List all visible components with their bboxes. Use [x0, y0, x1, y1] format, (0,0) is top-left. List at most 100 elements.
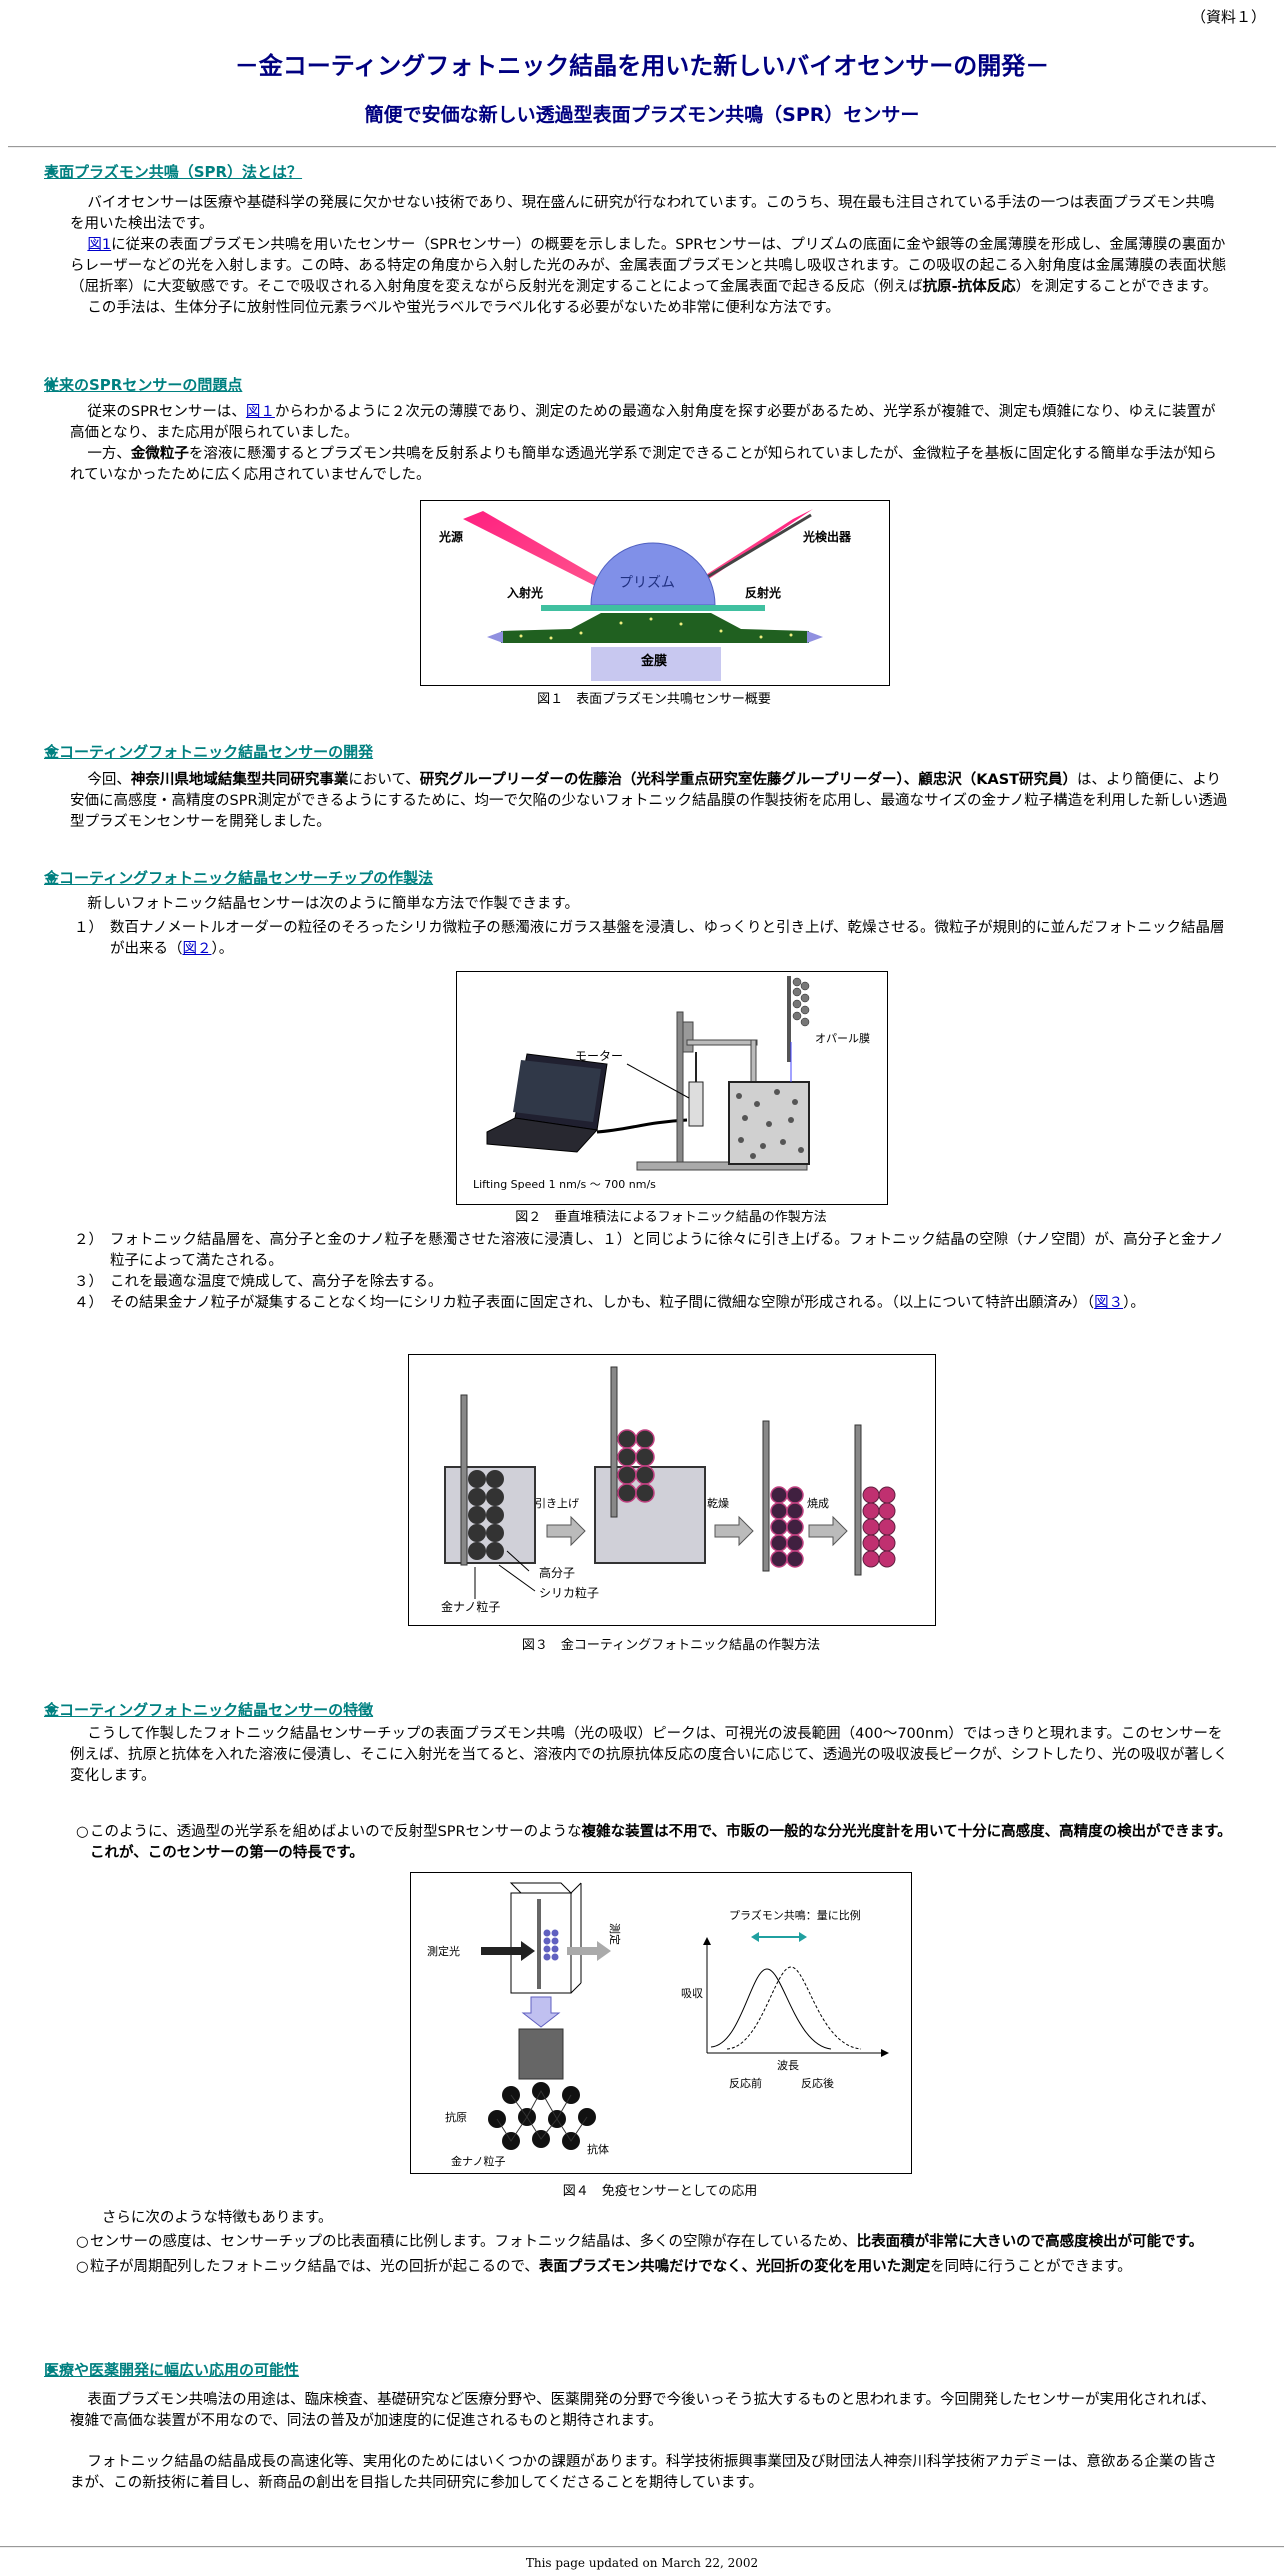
opal-substrate — [787, 976, 791, 1062]
label-after: 反応後 — [801, 2076, 834, 2090]
step-number: ２） — [74, 1232, 103, 1248]
axis-arrow — [881, 2049, 889, 2057]
beaker-particles — [736, 1089, 804, 1159]
spectrum-before — [710, 1968, 832, 2050]
label-opal: オパール膜 — [815, 1032, 870, 1045]
list-item: ３） これを最適な温度で焼成して、高分子を除去する。 — [74, 1272, 1232, 1293]
label-motor: モーター — [575, 1049, 623, 1063]
label-antigen: 抗原 — [445, 2110, 467, 2124]
cable — [596, 1118, 688, 1134]
label-speed: Lifting Speed 1 nm/s ～ 700 nm/s — [473, 1178, 656, 1191]
substrate-2 — [610, 1366, 618, 1518]
page-updated: This page updated on March 22, 2002 — [525, 2556, 759, 2570]
step-text: フォトニック結晶層を、高分子と金のナノ粒子を懸濁させた溶液に浸漬し、１）と同じよ… — [110, 1232, 1225, 1269]
bullet-mark: ○ — [76, 2259, 89, 2275]
text: センサーの感度は、センサーチップの比表面積に比例します。フォトニック結晶は、多く… — [90, 2234, 857, 2250]
motor-body — [688, 1081, 704, 1127]
section-heading-fabrication[interactable]: 金コーティングフォトニック結晶センサーチップの作製法 — [44, 869, 434, 887]
document-note: （資料１） — [1190, 8, 1266, 26]
shift-arrow — [751, 1932, 759, 1942]
section-heading-features[interactable]: 金コーティングフォトニック結晶センサーの特徴 — [44, 1701, 374, 1719]
gold-film-layer — [541, 605, 765, 611]
features-extra: ○センサーの感度は、センサーチップの比表面積に比例します。フォトニック結晶は、多… — [76, 2232, 1236, 2278]
section-heading-applications[interactable]: 医療や医薬開発に幅広い応用の可能性 — [44, 2361, 300, 2379]
label-before: 反応前 — [729, 2076, 762, 2090]
prism-shape — [590, 542, 716, 606]
section-heading-spr[interactable]: 表面プラズモン共鳴（SPR）法とは？ — [44, 163, 303, 181]
cuvette-top — [509, 1882, 573, 1894]
arrow-bake — [808, 1515, 848, 1547]
section-heading-development[interactable]: 金コーティングフォトニック結晶センサーの開発 — [44, 743, 374, 761]
label-polymer: 高分子 — [539, 1565, 575, 1580]
label-prism: プリズム — [619, 575, 675, 591]
text: を同時に行うことができます。 — [930, 2259, 1132, 2275]
figure-1: 光源 光検出器 プリズム 入射光 反射光 金膜 — [420, 500, 890, 686]
silica-stack-3 — [770, 1486, 804, 1568]
figure-3-diagram: 引き上げ 乾燥 焼成 高分子 シリカ粒子 金ナノ粒子 — [441, 1366, 896, 1614]
text: からわかるように２次元の薄膜であり、測定のための最適な入射角度を探す必要があるた… — [70, 404, 1216, 441]
zoom-box — [518, 2028, 564, 2080]
bold-text: 比表面積が非常に大きいので高感度検出が可能です。 — [856, 2234, 1204, 2250]
figure-link[interactable]: 図３ — [1094, 1295, 1124, 1311]
substrate-4 — [854, 1424, 862, 1576]
figure-link[interactable]: 図1 — [87, 237, 112, 253]
stand-base — [636, 1161, 808, 1171]
step-number: ３） — [74, 1274, 103, 1290]
text: ）を測定することができます。 — [1015, 279, 1218, 295]
figure-4-diagram: 測定光 測定 抗原 金ナノ粒子 抗体 プラズモン共鳴：量に比例 吸収 波長 反応… — [427, 1882, 889, 2168]
paragraph: 従来のSPRセンサーは、図１からわかるように２次元の薄膜であり、測定のための最適… — [70, 402, 1228, 444]
step-number: １） — [74, 920, 103, 936]
text: に従来の表面プラズモン共鳴を用いたセンサー（SPRセンサー）の概要を示しました。… — [70, 237, 1227, 295]
label-gold-film: 金膜 — [640, 653, 667, 669]
bullet-mark: ○ — [76, 1824, 89, 1840]
footer-divider — [0, 2546, 1284, 2548]
label-measure-light: 測定光 — [427, 1944, 460, 1958]
figure-2: モーター オパール膜 Lifting Speed 1 nm/s ～ 700 nm… — [456, 971, 888, 1205]
section-heading-problems[interactable]: 従来のSPRセンサーの問題点 — [44, 376, 243, 394]
label-incident: 入射光 — [507, 585, 543, 600]
section-bullet — [48, 1706, 55, 1713]
arrow-dry — [714, 1515, 754, 1547]
item-text: センサーの感度は、センサーチップの比表面積に比例します。フォトニック結晶は、多く… — [90, 2232, 1203, 2253]
item-text: このように、透過型の光学系を組めばよいので反射型SPRセンサーのような複雑な装置… — [90, 1822, 1236, 1864]
figure-link[interactable]: 図１ — [245, 404, 275, 420]
label-antibody: 抗体 — [587, 2142, 609, 2156]
paragraph: さらに次のような特徴もあります。 — [101, 2210, 333, 2226]
header-divider — [8, 146, 1276, 148]
label-light-source: 光源 — [438, 529, 463, 544]
axis-arrow — [703, 1937, 711, 1945]
label-pull: 引き上げ — [535, 1496, 579, 1510]
figure-2-caption: 図２ 垂直堆積法によるフォトニック結晶の作製方法 — [515, 1210, 827, 1225]
text: 従来のSPRセンサーは、 — [87, 404, 246, 420]
silica-stack-4 — [862, 1486, 896, 1568]
cuvette-edge — [570, 1982, 582, 1994]
features-more: さらに次のような特徴もあります。 — [70, 2208, 1228, 2229]
bold-text: 表面プラズモン共鳴だけでなく、光回折の変化を用いた測定 — [538, 2259, 931, 2275]
bold-text: 抗原-抗体反応 — [922, 279, 1016, 295]
figure-4-caption: 図４ 免疫センサーとしての応用 — [562, 2184, 758, 2199]
fabrication-steps-2: ２） フォトニック結晶層を、高分子と金のナノ粒子を懸濁させた溶液に浸漬し、１）と同… — [74, 1230, 1232, 1314]
paragraph: この手法は、生体分子に放射性同位元素ラベルや蛍光ラベルでラベル化する必要がないた… — [87, 300, 840, 316]
silica-stack-1 — [468, 1470, 504, 1560]
antibody-links — [496, 2089, 588, 2142]
opal-spheres — [792, 977, 810, 1027]
figure-3-caption: 図３ 金コーティングフォトニック結晶の作製方法 — [521, 1638, 821, 1653]
label-dry: 乾燥 — [707, 1497, 729, 1510]
paragraph: 表面プラズモン共鳴法の用途は、臨床検査、基礎研究など医療分野や、医薬開発の分野で… — [70, 2392, 1216, 2429]
silica-stack-2 — [617, 1429, 655, 1503]
label-wavelength: 波長 — [777, 2059, 799, 2072]
pointer — [498, 1564, 536, 1592]
step-text: これを最適な温度で焼成して、高分子を除去する。 — [110, 1274, 443, 1290]
text: 一方、 — [87, 446, 131, 462]
figure-3: 引き上げ 乾燥 焼成 高分子 シリカ粒子 金ナノ粒子 — [408, 1354, 936, 1626]
figure-1-caption: 図１ 表面プラズモン共鳴センサー概要 — [537, 692, 771, 707]
flow-arrow — [807, 631, 823, 643]
text: ）。 — [211, 941, 234, 957]
text: その結果金ナノ粒子が凝集することなく均一にシリカ粒子表面に固定され、しかも、粒子… — [110, 1295, 1095, 1311]
arm — [686, 1039, 758, 1046]
section-development-body: 今回、神奈川県地域結集型共同研究事業において、研究グループリーダーの佐藤治（光科… — [70, 770, 1228, 833]
figure-link[interactable]: 図２ — [182, 941, 212, 957]
label-reflected: 反射光 — [745, 585, 781, 600]
shift-arrow — [799, 1932, 807, 1942]
motor-pointer — [626, 1063, 690, 1099]
